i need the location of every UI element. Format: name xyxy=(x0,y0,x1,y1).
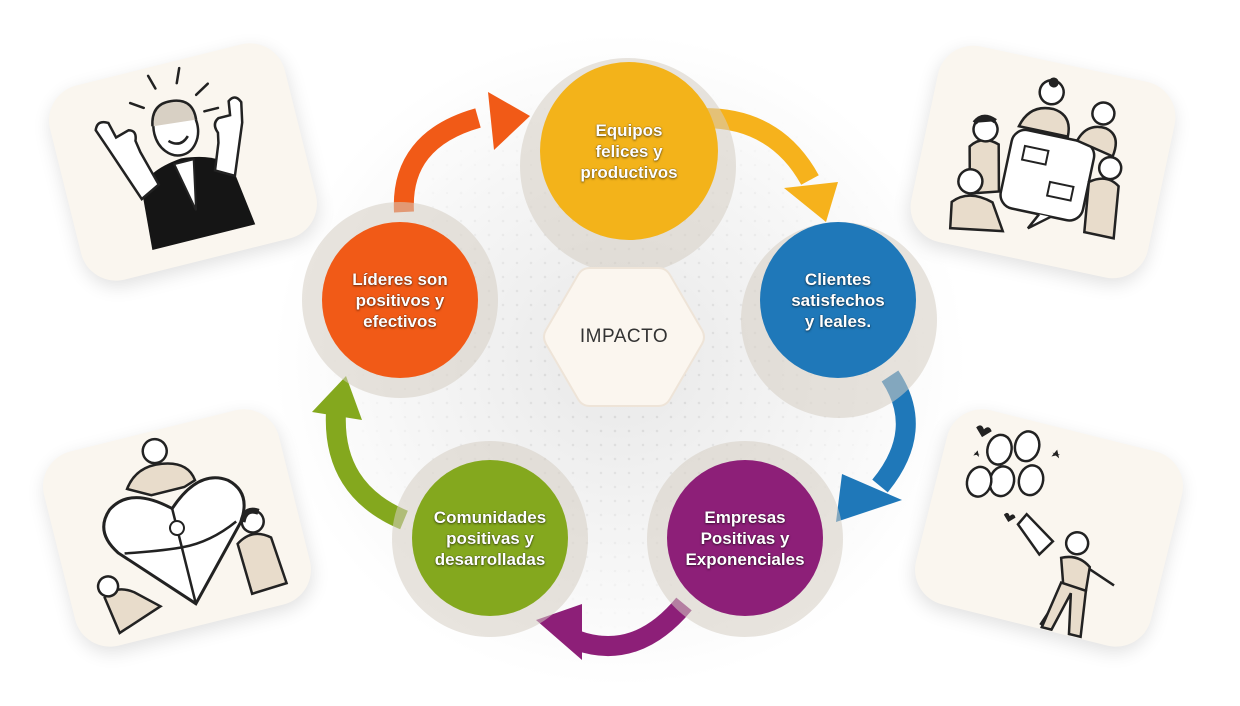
heart-puzzle-icon xyxy=(96,437,289,635)
hexagon-shape xyxy=(543,267,705,407)
node-comunidades: Comunidades positivas y desarrolladas xyxy=(412,460,568,616)
node-empresas: Empresas Positivas y Exponenciales xyxy=(667,460,823,616)
center-hexagon: IMPACTO xyxy=(538,262,710,412)
node-clientes: Clientes satisfechos y leales. xyxy=(760,222,916,378)
node-equipos: Equipos felices y productivos xyxy=(540,62,718,240)
illustration-card-community xyxy=(35,401,319,655)
megaphone-icon xyxy=(965,425,1115,639)
team-meeting-icon xyxy=(948,77,1123,240)
illustration-card-leader xyxy=(41,35,325,289)
person-thumbs-up-icon xyxy=(94,66,256,251)
illustration-card-megaphone xyxy=(907,401,1191,655)
arrow-lideres-to-equipos xyxy=(393,92,530,213)
arrow-comunidades-to-lideres xyxy=(312,376,409,530)
node-lideres: Líderes son positivos y efectivos xyxy=(322,222,478,378)
illustration-card-team xyxy=(903,39,1183,285)
arrow-empresas-to-comunidades xyxy=(536,597,692,660)
center-label: IMPACTO xyxy=(579,326,669,347)
